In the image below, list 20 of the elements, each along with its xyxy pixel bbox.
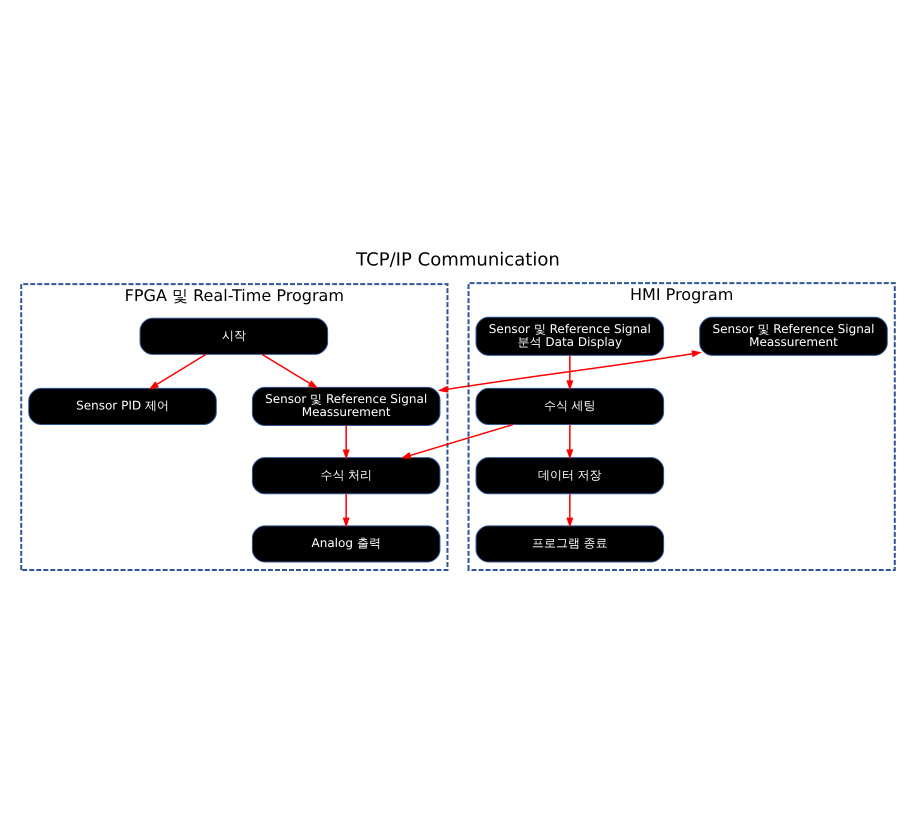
arrow: [566, 356, 574, 390]
node-box: 수식 세팅: [476, 388, 664, 426]
arrow: [400, 424, 514, 459]
node-box: 프로그램 종료: [476, 525, 664, 562]
arrow: [342, 494, 350, 528]
node-box: 데이터 저장: [476, 457, 664, 494]
node-box: 수식 처리: [252, 457, 440, 494]
node-box: Sensor PID 제어: [28, 388, 217, 426]
diagram-title: TCP/IP Communication: [356, 249, 560, 270]
arrow: [342, 426, 350, 460]
node-box: Sensor 및 Reference Signal 분석 Data Display: [476, 316, 664, 356]
arrow: [262, 354, 318, 388]
arrow: [438, 350, 702, 393]
node-box: Sensor 및 Reference Signal Meassurement: [252, 386, 440, 426]
arrow: [566, 424, 574, 460]
arrow: [148, 354, 206, 390]
node-box: Sensor 및 Reference Signal Meassurement: [699, 316, 888, 356]
node-box: Analog 출력: [252, 525, 440, 562]
node-box: 시작: [140, 318, 328, 355]
arrow: [566, 494, 574, 528]
